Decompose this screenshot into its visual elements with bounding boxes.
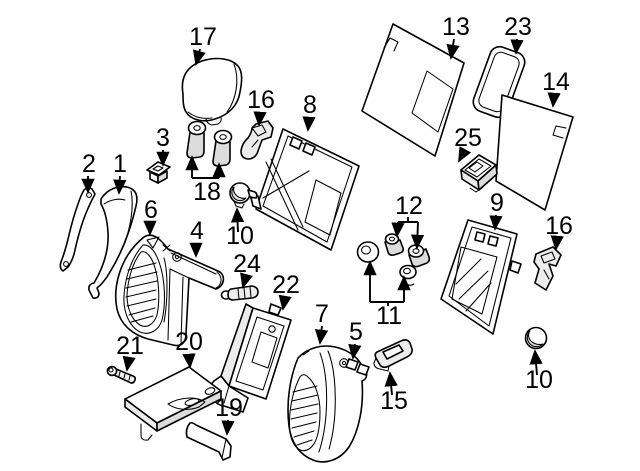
callout-8: 8 [303, 91, 317, 119]
part-8-seat-frame-left [250, 128, 360, 251]
callout-25: 25 [454, 124, 482, 152]
part-9-seat-frame-right [440, 219, 522, 335]
part-21-screw [106, 365, 137, 384]
part-7-seat-back-right [287, 345, 370, 463]
callout-arrows [81, 38, 564, 436]
part-18-guide-sleeves [186, 120, 233, 167]
part-1-side-bolster-trim [88, 185, 138, 299]
part-19-trim-strip [185, 421, 232, 461]
callout-15: 15 [380, 387, 408, 415]
callout-17: 17 [189, 23, 217, 51]
callout-16-right: 16 [545, 212, 573, 240]
callout-16-left: 16 [247, 86, 275, 114]
callout-11: 11 [376, 302, 402, 330]
callout-23: 23 [504, 13, 532, 41]
callout-20: 20 [175, 328, 203, 356]
part-13-trim-panel [361, 23, 465, 157]
callout-4: 4 [190, 217, 204, 245]
callout-19: 19 [215, 394, 243, 422]
part-2-side-trim-strip [59, 186, 96, 272]
part-12-fasteners [384, 233, 431, 268]
callout-12: 12 [395, 192, 423, 220]
part-16-guide-right [533, 246, 562, 291]
part-10-grommet-right [524, 326, 548, 350]
callout-1: 1 [113, 150, 127, 178]
callout-3: 3 [156, 124, 170, 152]
callout-10-right: 10 [525, 366, 553, 394]
callout-24: 24 [233, 250, 261, 278]
part-3-retaining-clip [146, 161, 171, 184]
callout-13: 13 [442, 13, 470, 41]
part-15-bracket [373, 339, 413, 372]
part-25-latch-tray [460, 154, 498, 193]
callout-7: 7 [315, 300, 329, 328]
callout-labels: 2 1 3 17 16 8 18 13 23 14 25 6 4 10 12 9… [82, 13, 573, 422]
callout-9: 9 [490, 189, 504, 217]
callout-14: 14 [542, 68, 570, 96]
callout-6: 6 [144, 196, 158, 224]
part-5-latch-guides [345, 358, 370, 376]
part-17-headrest [181, 57, 243, 126]
part-10-grommet-left [229, 182, 258, 209]
callout-21: 21 [116, 332, 144, 360]
part-6-seat-back-left [114, 234, 225, 347]
part-20-load-floor [124, 366, 222, 441]
part-16-guide-left [240, 120, 274, 160]
part-14-trim-panel [495, 94, 574, 211]
callout-22: 22 [272, 271, 300, 299]
callout-2: 2 [82, 150, 96, 178]
callout-5: 5 [349, 318, 363, 346]
part-24-pivot-pin [220, 285, 259, 301]
callout-18: 18 [193, 178, 221, 206]
part-22-armrest [209, 303, 292, 413]
callout-10-left: 10 [226, 222, 254, 250]
